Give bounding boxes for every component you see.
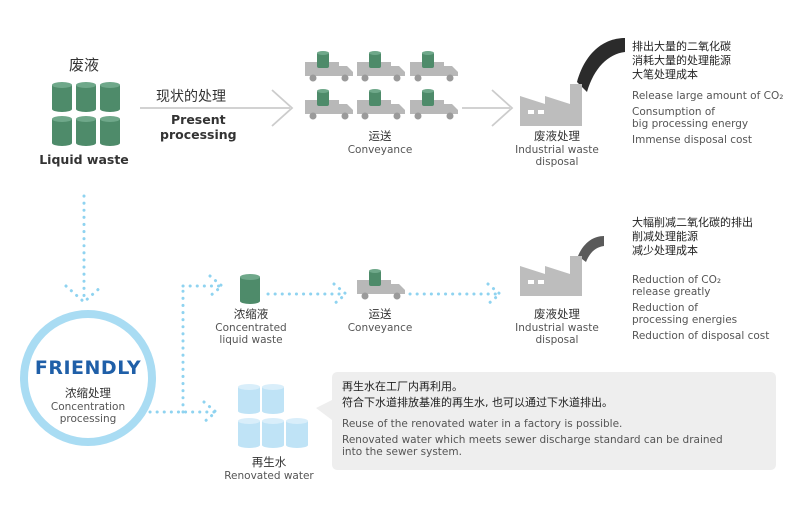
- liquid-waste-title: 废液: [68, 56, 99, 74]
- present-arrow-icon: [140, 89, 294, 127]
- renovated-en: Renovated water: [224, 470, 314, 482]
- liquid-waste-label: Liquid waste: [39, 152, 129, 167]
- concentrated-caption: 浓缩液 Concentrated liquid waste: [205, 306, 297, 346]
- present-processing-cn: 现状的处理: [156, 89, 226, 105]
- middle-note-en-5: Reduction of disposal cost: [632, 330, 770, 342]
- dotted-connectors-icon: [64, 194, 503, 424]
- middle-note-cn-3: 减少处理成本: [632, 244, 698, 257]
- middle-factory-icon: [520, 236, 604, 296]
- top-trucks-icon: [305, 51, 458, 120]
- concentration-en-2: processing: [59, 413, 117, 425]
- concentration-cn: 浓缩处理: [65, 386, 111, 400]
- middle-conveyance-en: Conveyance: [347, 322, 413, 334]
- top-disposal-caption: 废液处理 Industrial waste disposal: [505, 128, 609, 168]
- middle-note-en-4: processing energies: [632, 314, 738, 326]
- bubble-cn-2: 符合下水道排放基准的再生水, 也可以通过下水道排出。: [342, 396, 613, 409]
- concentrated-en-1: Concentrated: [215, 322, 287, 334]
- liquid-waste-drums-icon: [52, 82, 120, 146]
- speech-bubble-icon: [316, 372, 776, 470]
- top-disposal-en-2: disposal: [535, 156, 579, 168]
- middle-note-en-2: release greatly: [632, 286, 711, 298]
- concentrated-cn: 浓缩液: [233, 307, 269, 321]
- top-factory-icon: [520, 38, 625, 126]
- present-processing-line1: Present: [171, 112, 226, 127]
- middle-truck-icon: [357, 269, 405, 300]
- concentration-circle-icon: [20, 310, 156, 446]
- present-processing-line2: processing: [160, 127, 237, 142]
- middle-disposal-en-2: disposal: [535, 334, 579, 346]
- top-conveyance-caption: 运送 Conveyance: [340, 128, 420, 156]
- top-notes: 排出大量的二氧化碳 消耗大量的处理能源 大笔处理成本 Release large…: [632, 40, 792, 146]
- bubble-en-2: Renovated water which meets sewer discha…: [342, 434, 723, 446]
- top-conveyance-en: Conveyance: [347, 144, 413, 156]
- renovated-water-drums-icon: [238, 384, 308, 448]
- top-note-en-1: Release large amount of CO₂: [632, 90, 784, 102]
- middle-disposal-caption: 废液处理 Industrial waste disposal: [505, 306, 609, 346]
- renovated-cn: 再生水: [251, 455, 287, 469]
- top-note-cn-1: 排出大量的二氧化碳: [632, 40, 731, 53]
- present-processing-en: Present processing: [160, 112, 237, 142]
- conveyance-arrow-icon: [462, 89, 514, 127]
- middle-note-en-3: Reduction of: [632, 302, 698, 314]
- top-disposal-en-1: Industrial waste: [515, 144, 599, 156]
- middle-notes: 大幅削减二氧化碳的排出 削减处理能源 减少处理成本 Reduction of C…: [632, 216, 792, 342]
- middle-note-cn-1: 大幅削减二氧化碳的排出: [632, 216, 753, 229]
- bubble-cn-1: 再生水在工厂内再利用。: [342, 380, 463, 393]
- top-note-en-2: Consumption of: [632, 106, 716, 118]
- middle-conveyance-caption: 运送 Conveyance: [340, 306, 420, 334]
- middle-note-en-1: Reduction of CO₂: [632, 274, 722, 286]
- bubble-en-1: Reuse of the renovated water in a factor…: [342, 418, 623, 430]
- top-disposal-cn: 废液处理: [534, 129, 580, 143]
- bubble-text: 再生水在工厂内再利用。 符合下水道排放基准的再生水, 也可以通过下水道排出。 R…: [342, 380, 762, 458]
- top-conveyance-cn: 运送: [368, 129, 392, 143]
- concentration-en: Concentration processing: [28, 401, 148, 425]
- bubble-en-3: into the sewer system.: [342, 446, 462, 458]
- top-note-en-4: Immense disposal cost: [632, 134, 753, 146]
- middle-note-cn-2: 削减处理能源: [632, 230, 698, 243]
- middle-disposal-cn: 废液处理: [534, 307, 580, 321]
- friendly-label: FRIENDLY: [34, 357, 142, 379]
- top-note-cn-2: 消耗大量的处理能源: [632, 54, 731, 67]
- top-note-en-3: big processing energy: [632, 118, 749, 130]
- middle-conveyance-cn: 运送: [368, 307, 392, 321]
- concentration-en-1: Concentration: [50, 401, 126, 413]
- middle-disposal-en-1: Industrial waste: [515, 322, 599, 334]
- top-note-cn-3: 大笔处理成本: [632, 68, 698, 81]
- concentrated-drum-icon: [240, 274, 260, 304]
- renovated-caption: 再生水 Renovated water: [216, 454, 322, 482]
- concentrated-en-2: liquid waste: [219, 334, 283, 346]
